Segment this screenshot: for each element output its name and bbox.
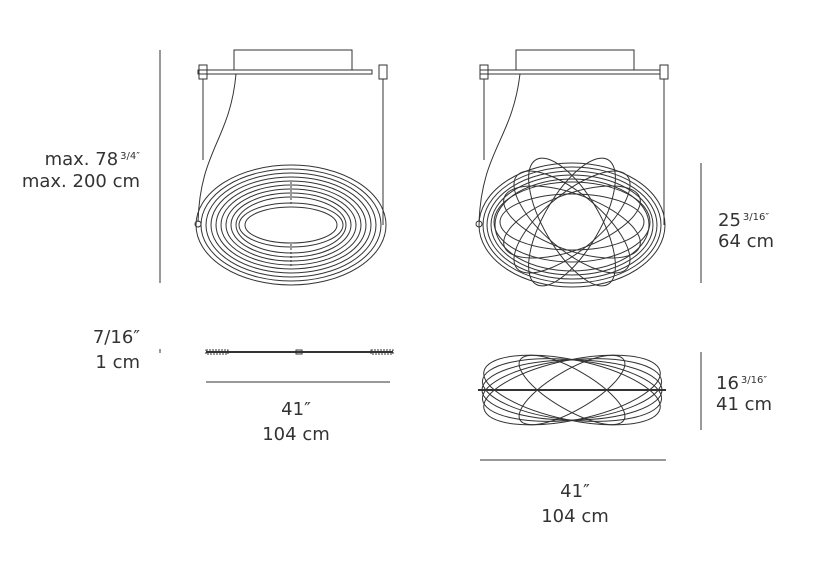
- ring-outline: [205, 172, 377, 278]
- ring-outline: [493, 181, 651, 263]
- ring-outline: [490, 174, 654, 276]
- ring-outline: [215, 180, 367, 270]
- cage-width-imperial: 41″: [560, 481, 590, 502]
- ring-outline: [478, 162, 666, 288]
- ring-outline: [494, 178, 650, 272]
- cage-height-metric: 64 cm: [718, 231, 775, 252]
- ring-outline: [528, 157, 616, 287]
- ring-side-view: [205, 349, 394, 355]
- thickness-imperial: 7/16″: [92, 327, 140, 348]
- ring-outline: [528, 157, 616, 287]
- cage-lamp-side-view: [478, 354, 666, 426]
- ring-outline: [503, 185, 641, 259]
- ring-outline: [513, 170, 631, 274]
- thickness-metric: 1 cm: [95, 352, 140, 373]
- ring-outline: [210, 176, 372, 274]
- ring-outline: [195, 164, 387, 286]
- mounting-bar: [479, 69, 661, 75]
- ring-width-metric: 104 cm: [262, 424, 330, 445]
- power-cord: [197, 73, 237, 223]
- cable-fixture-left: [198, 64, 208, 80]
- cage-lamp-front-view: [475, 49, 669, 288]
- cage-width-metric: 104 cm: [541, 506, 609, 527]
- ring-outline: [238, 202, 344, 248]
- ring-outline: [499, 193, 645, 251]
- ring-width-imperial: 41″: [281, 399, 311, 420]
- cable-fixture-right: [378, 64, 388, 80]
- ring-outline: [518, 354, 626, 426]
- ring-outline: [518, 354, 626, 426]
- ring-outline: [244, 206, 338, 244]
- ring-outline: [482, 166, 662, 284]
- ceiling-canopy: [233, 49, 353, 71]
- ceiling-canopy: [515, 49, 635, 71]
- ring-outline: [503, 185, 641, 259]
- ring-outline: [486, 170, 658, 280]
- cage-side-height-metric: 41 cm: [716, 394, 773, 415]
- ring-lamp-front-view: [194, 49, 388, 286]
- ring-outline: [200, 168, 382, 282]
- ring-outline: [513, 170, 631, 274]
- mounting-bar: [197, 69, 373, 75]
- woven-cage: [493, 157, 651, 287]
- overall-height-metric: max. 200 cm: [21, 171, 140, 192]
